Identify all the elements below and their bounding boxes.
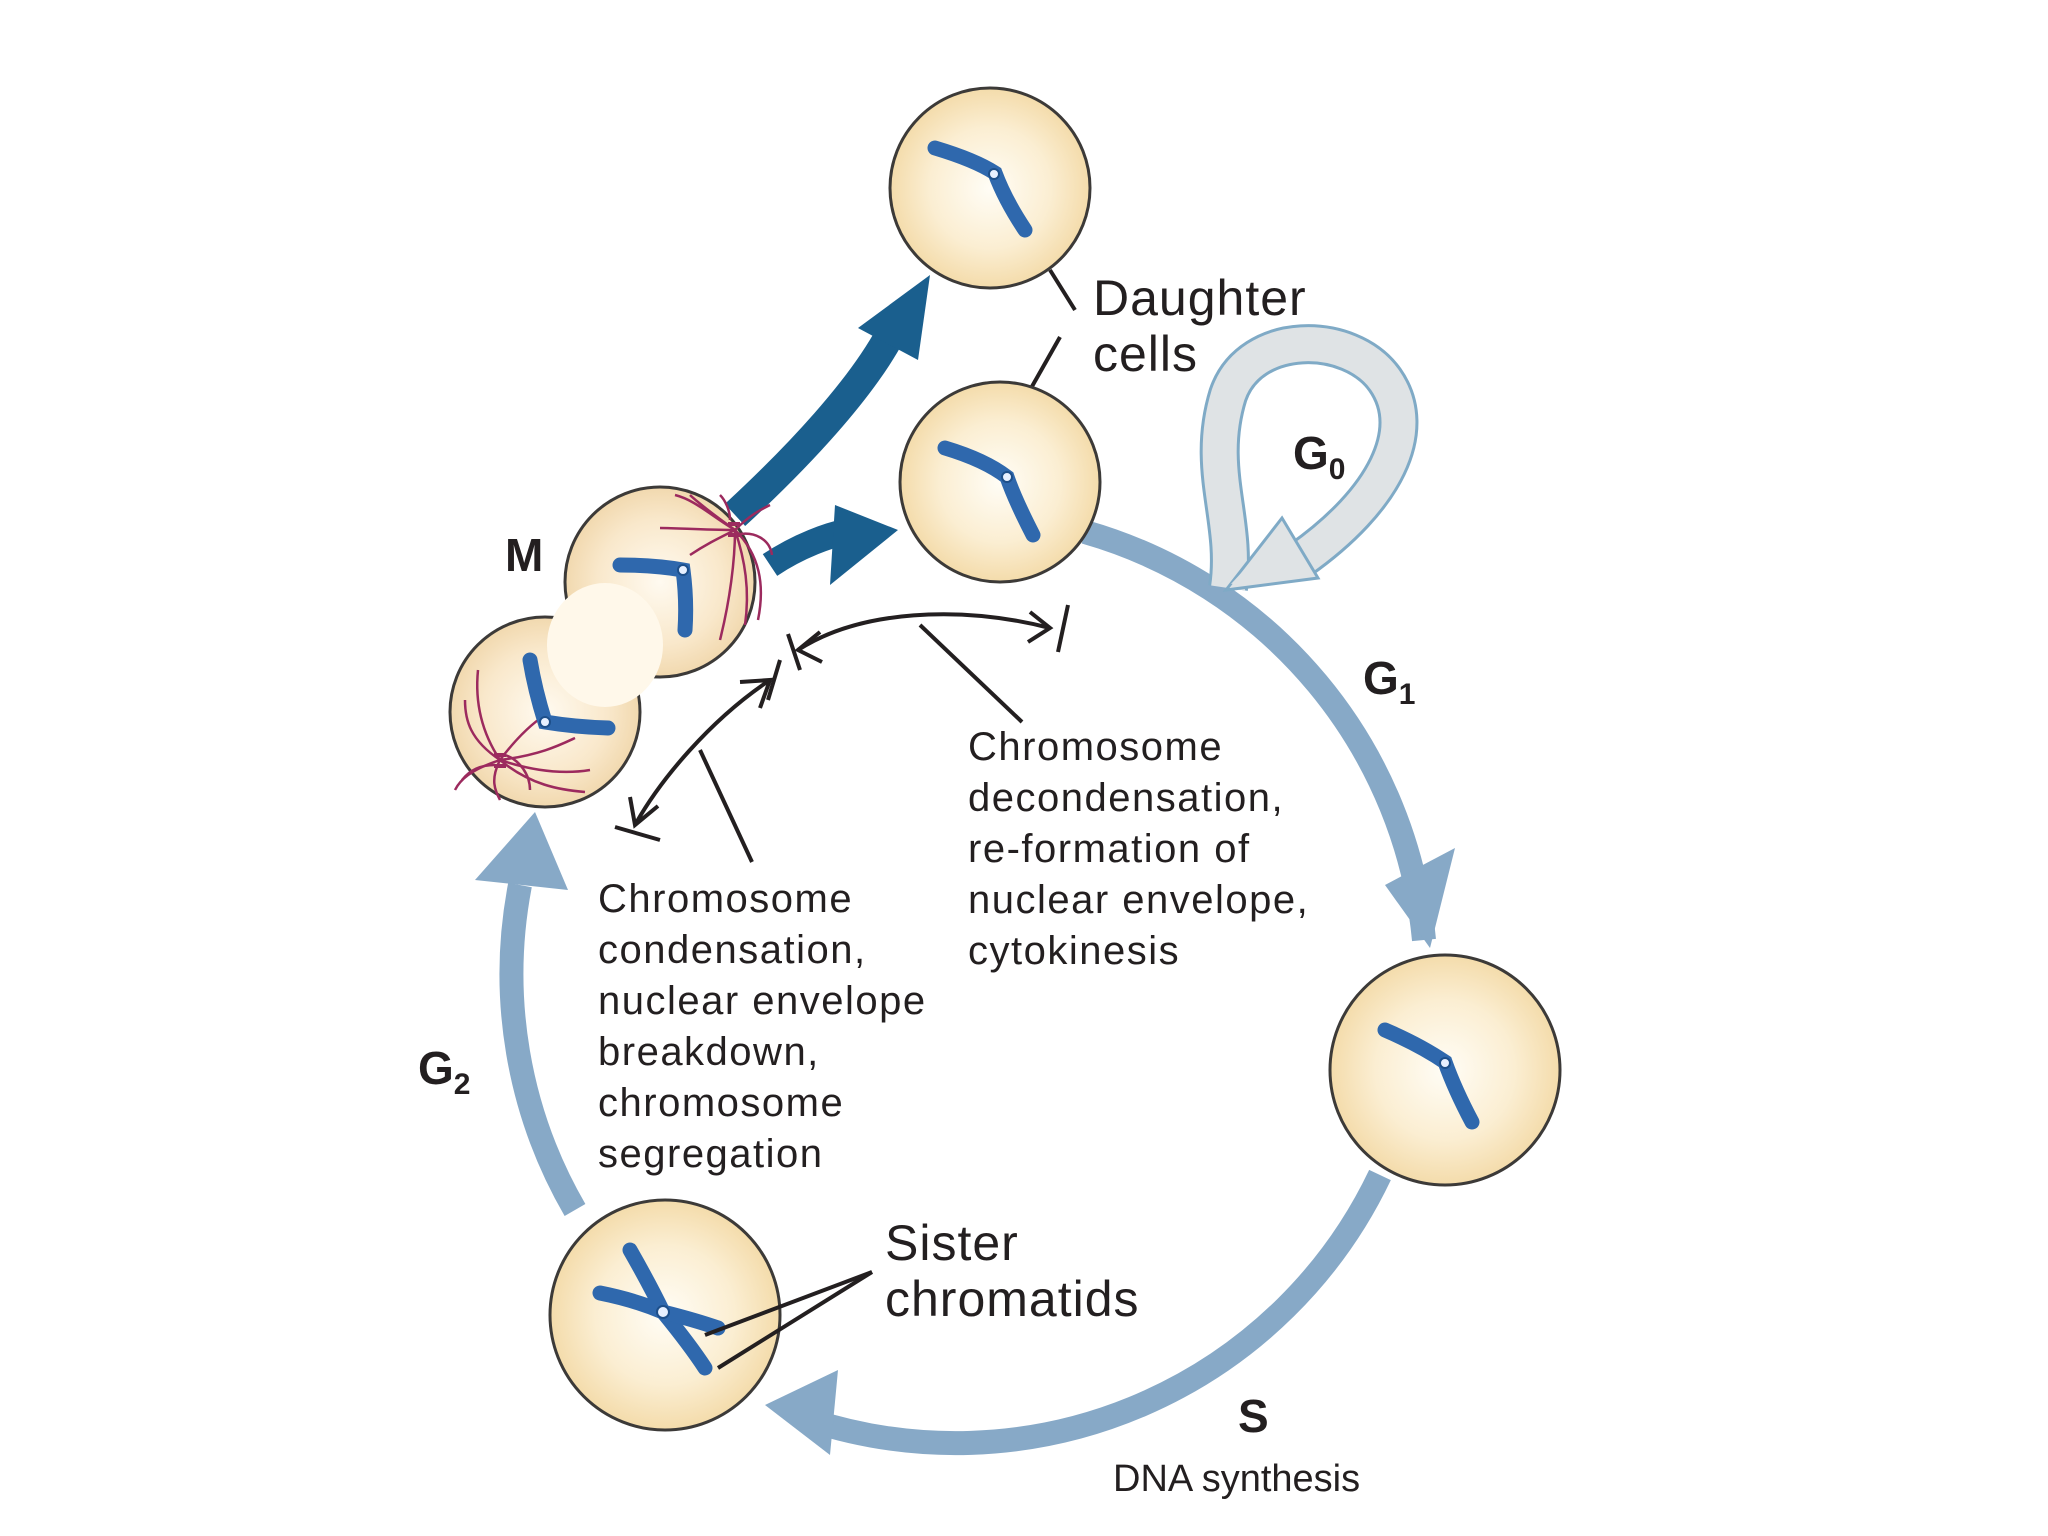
g0-loop-arrow: [1199, 324, 1419, 592]
left-desc-line: nuclear envelope: [598, 979, 927, 1023]
g0-label: G0: [1293, 427, 1345, 485]
g0-label-sub: 0: [1328, 453, 1346, 486]
left-desc-line: breakdown,: [598, 1030, 820, 1074]
mitosis-arrows: [724, 275, 930, 585]
m-phase-cell: [448, 485, 774, 809]
sister-label-line1: Sister: [885, 1215, 1019, 1271]
sister-chromatids-label: Sister chromatids: [885, 1215, 1140, 1327]
right-desc-line: re-formation of: [968, 827, 1251, 871]
daughter-cells-label: Daughter cells: [1093, 270, 1307, 382]
left-desc-line: condensation,: [598, 928, 867, 972]
g1-label-sub: 1: [1398, 678, 1416, 711]
g1-arrowhead: [1385, 848, 1455, 948]
daughter-leaders: [1028, 268, 1077, 391]
g1-label-letter: G: [1363, 652, 1399, 704]
exit-mitosis-description: Chromosome decondensation, re-formation …: [968, 722, 1309, 977]
upper-daughter-arrowhead: [858, 275, 930, 360]
g2-cell: [548, 1198, 782, 1432]
dna-synthesis-label: DNA synthesis: [1113, 1458, 1361, 1500]
s-label: S: [1238, 1390, 1269, 1442]
sister-chromatid-leaders: [704, 1270, 874, 1370]
g2-label-sub: 2: [453, 1068, 471, 1101]
g1-label: G1: [1363, 652, 1415, 710]
daughter-label-line2: cells: [1093, 326, 1199, 382]
left-desc-leader: [698, 749, 754, 863]
upper-daughter-cell: [888, 86, 1092, 290]
right-desc-line: cytokinesis: [968, 929, 1181, 973]
g2-label-letter: G: [418, 1042, 454, 1094]
lower-daughter-cell: [898, 380, 1102, 584]
interval-arrows: [614, 604, 1070, 863]
daughter-label-line1: Daughter: [1093, 270, 1307, 326]
right-desc-line: decondensation,: [968, 776, 1285, 820]
s-arrowhead: [765, 1370, 838, 1455]
cycle-arrow: [475, 520, 1455, 1456]
g0-label-letter: G: [1293, 427, 1329, 479]
lower-daughter-arrowhead: [830, 505, 898, 585]
right-desc-line: Chromosome: [968, 725, 1224, 769]
right-desc-leader: [918, 623, 1024, 724]
g2-label: G2: [418, 1042, 470, 1100]
left-desc-line: segregation: [598, 1132, 824, 1176]
g2-arrowhead: [475, 812, 568, 890]
right-desc-line: nuclear envelope,: [968, 878, 1310, 922]
sister-label-line2: chromatids: [885, 1271, 1140, 1327]
left-desc-line: chromosome: [598, 1081, 845, 1125]
enter-mitosis-description: Chromosome condensation, nuclear envelop…: [598, 874, 927, 1180]
left-desc-line: Chromosome: [598, 877, 854, 921]
s-phase-cell: [1328, 953, 1562, 1187]
m-label: M: [505, 529, 544, 581]
